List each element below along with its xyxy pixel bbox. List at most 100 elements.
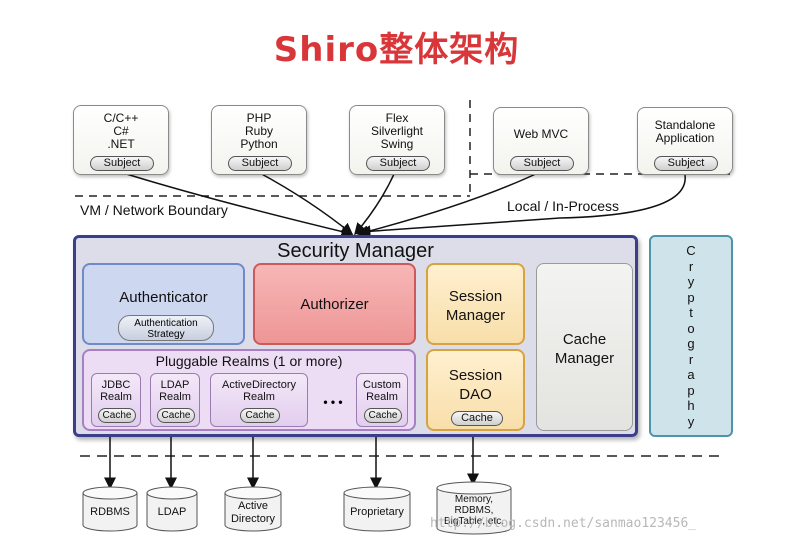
authorizer-label: Authorizer — [300, 296, 369, 313]
cylinder-icon — [436, 481, 512, 535]
cryptography-letters: C r y p t o g r a p h y — [651, 243, 731, 429]
crypto-letter: y — [687, 413, 695, 429]
crypto-letter: y — [687, 274, 695, 289]
datastore-label: Proprietary — [350, 506, 404, 518]
subject-badge: Subject — [366, 156, 430, 171]
subject-badge: Subject — [228, 156, 292, 171]
crypto-letter: o — [687, 320, 695, 336]
local-boundary-label: Local / In-Process — [507, 198, 620, 214]
realm-cache-badge: Cache — [364, 408, 402, 423]
authenticator-label: Authenticator — [119, 289, 208, 306]
session-dao-cache-badge: Cache — [451, 411, 503, 426]
security-manager: Security Manager Authenticator Authentic… — [73, 235, 638, 437]
crypto-letter: g — [687, 336, 695, 351]
datastore-memory: Memory, RDBMS, BigTable, etc. — [436, 481, 512, 535]
arrow-client-2 — [257, 171, 354, 235]
authorizer-box: Authorizer — [253, 263, 416, 345]
cylinder-icon — [146, 486, 198, 532]
datastore-proprietary: Proprietary — [343, 486, 411, 532]
cache-manager-box: Cache Manager — [536, 263, 633, 431]
authenticator-box: Authenticator Authentication Strategy — [82, 263, 245, 345]
jdbc-realm: JDBC Realm Cache — [91, 373, 141, 427]
datastore-line: RDBMS, — [454, 505, 494, 516]
cylinder-icon — [343, 486, 411, 532]
datastore-line: Directory — [230, 513, 275, 525]
datastore-line: Active — [238, 500, 268, 512]
realm-cache-badge: Cache — [240, 408, 280, 423]
session-dao-line: DAO — [459, 386, 492, 403]
crypto-letter: r — [688, 258, 694, 274]
crypto-letter: p — [687, 382, 695, 398]
client-line: Python — [240, 137, 278, 151]
active-directory-realm: ActiveDirectory Realm Cache — [210, 373, 308, 427]
datastore-rdbms: RDBMS — [82, 486, 138, 532]
crypto-letter: h — [687, 398, 695, 413]
cache-manager-line: Manager — [554, 350, 615, 367]
cache-manager-label: Cache Manager — [537, 330, 632, 368]
client-line: Web MVC — [513, 127, 569, 141]
client-line: Application — [655, 131, 715, 145]
arrow-client-3 — [354, 171, 396, 236]
subject-badge: Subject — [510, 156, 574, 171]
crypto-letter: t — [689, 305, 693, 320]
authentication-strategy-badge: Authentication Strategy — [118, 315, 214, 341]
subject-badge: Subject — [654, 156, 718, 171]
client-line: Standalone — [654, 118, 716, 132]
datastore-active-directory: Active Directory — [224, 486, 282, 532]
session-dao-line: Session — [448, 367, 503, 384]
realm-line: Realm — [243, 391, 275, 403]
crypto-letter: a — [687, 367, 695, 382]
session-dao-label: Session DAO — [428, 366, 523, 404]
datastore-label: Active Directory — [224, 500, 282, 526]
crypto-letter: C — [686, 243, 696, 258]
strategy-line: Authentication — [134, 318, 198, 329]
watermark: http://blog.csdn.net/sanmao123456_ — [430, 516, 697, 531]
cryptography-box: C r y p t o g r a p h y — [649, 235, 733, 437]
realm-cache-badge: Cache — [157, 408, 195, 423]
session-manager-line: Session — [448, 288, 503, 305]
crypto-letter: p — [687, 289, 695, 305]
client-line: Silverlight — [370, 124, 424, 138]
datastore-label: RDBMS — [90, 506, 130, 518]
pluggable-realms-box: Pluggable Realms (1 or more) JDBC Realm … — [82, 349, 416, 431]
datastore-label: LDAP — [157, 506, 187, 518]
session-manager-box: Session Manager — [426, 263, 525, 345]
session-manager-label: Session Manager — [428, 287, 523, 325]
client-box-web-mvc: Web MVC Subject — [493, 107, 589, 175]
security-manager-title: Security Manager — [277, 240, 434, 262]
client-box-scripting: PHP Ruby Python Subject — [211, 105, 307, 175]
client-line: Swing — [380, 137, 414, 151]
realm-line: Realm — [100, 391, 132, 403]
ldap-realm: LDAP Realm Cache — [150, 373, 200, 427]
arrow-client-5 — [358, 174, 686, 238]
datastore-line: BigTable, etc. — [443, 516, 505, 527]
realm-line: LDAP — [160, 379, 190, 391]
datastore-label: Memory, RDBMS, BigTable, etc. — [436, 494, 512, 527]
client-line: C/C++ — [103, 111, 139, 125]
cylinder-icon — [82, 486, 138, 532]
client-box-standalone: Standalone Application Subject — [637, 107, 733, 175]
strategy-line: Strategy — [147, 329, 185, 340]
datastore-ldap: LDAP — [146, 486, 198, 532]
arrow-client-4 — [356, 171, 541, 238]
realm-line: Custom — [363, 379, 401, 391]
client-line: PHP — [246, 111, 272, 125]
realm-line: Realm — [159, 391, 191, 403]
diagram-title: Shiro整体架构 — [273, 30, 520, 70]
datastore-line: Memory, — [454, 494, 494, 505]
realm-line: ActiveDirectory — [222, 379, 296, 391]
realms-ellipsis: • • • — [323, 395, 343, 409]
crypto-letter: r — [688, 351, 694, 367]
client-box-rich-client: Flex Silverlight Swing Subject — [349, 105, 445, 175]
realm-line: Realm — [366, 391, 398, 403]
client-line: Flex — [385, 111, 409, 125]
arrow-client-1 — [119, 171, 354, 238]
network-boundary-label: VM / Network Boundary — [80, 202, 228, 218]
pluggable-realms-title: Pluggable Realms (1 or more) — [155, 353, 343, 369]
custom-realm: Custom Realm Cache — [356, 373, 408, 427]
realm-cache-badge: Cache — [98, 408, 136, 423]
client-line: Ruby — [244, 124, 273, 138]
subject-badge: Subject — [90, 156, 154, 171]
session-manager-line: Manager — [445, 307, 506, 324]
cache-manager-line: Cache — [562, 331, 607, 348]
